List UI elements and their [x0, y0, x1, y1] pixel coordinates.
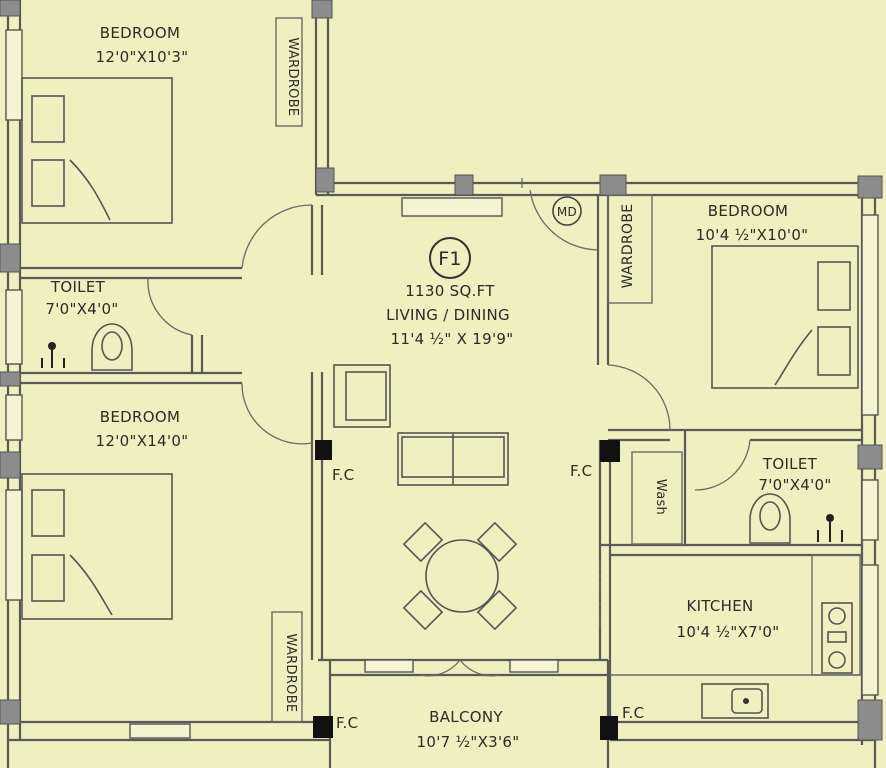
bedroom-top-left-size: 12'0"X10'3" [96, 48, 189, 66]
wardrobe-label-right: WARDROBE [620, 204, 636, 289]
toilet-left-size: 7'0"X4'0" [45, 300, 118, 318]
wardrobe-label-bottom-left: WARDROBE [283, 634, 298, 713]
unit-id: F1 [438, 248, 462, 270]
bedroom-right-size: 10'4 ½"X10'0" [696, 226, 809, 244]
stove-icon [821, 602, 853, 674]
bed-right [711, 245, 859, 389]
bed-bottom-left [21, 473, 173, 620]
fc-columns [313, 440, 620, 740]
bedroom-top-left-name: BEDROOM [100, 24, 180, 42]
living-dining-size: 11'4 ½" X 19'9" [391, 330, 514, 348]
bed-top-left [21, 77, 173, 224]
main-door-label: MD [557, 205, 577, 219]
kitchen-name: KITCHEN [686, 597, 753, 615]
windows [5, 29, 879, 739]
wardrobe-label-top-left: WARDROBE [285, 38, 300, 117]
living-dining-name: LIVING / DINING [386, 306, 510, 324]
kitchen-counter [599, 554, 862, 676]
sink-icon [701, 683, 769, 719]
toilet-left-name: TOILET [50, 278, 106, 296]
fc-label-4: F.C [622, 704, 644, 722]
wash-area [631, 451, 683, 545]
toilet-right-name: TOILET [762, 455, 818, 473]
fc-label-2: F.C [570, 462, 592, 480]
toilet-left-fixtures [41, 323, 133, 371]
bedroom-bottom-left-name: BEDROOM [100, 408, 180, 426]
toilet-right-size: 7'0"X4'0" [758, 476, 831, 494]
door-swings [147, 178, 751, 677]
unit-area: 1130 SQ.FT [405, 282, 495, 300]
toilet-right-fixtures [749, 493, 843, 544]
balcony-name: BALCONY [429, 708, 503, 726]
kitchen-size: 10'4 ½"X7'0" [677, 623, 780, 641]
wardrobes [271, 17, 653, 723]
structural-columns [0, 0, 883, 741]
interior-walls [20, 195, 862, 720]
unit-badge [429, 237, 471, 279]
balcony-size: 10'7 ½"X3'6" [417, 733, 520, 751]
armchair [333, 364, 391, 428]
bedroom-bottom-left-size: 12'0"X14'0" [96, 432, 189, 450]
sofa [397, 432, 509, 486]
wash-label: Wash [653, 479, 668, 515]
room-labels: BEDROOM 12'0"X10'3" TOILET 7'0"X4'0" BED… [45, 24, 831, 751]
dining-table [402, 521, 518, 631]
main-door-marker [552, 196, 582, 226]
fc-label-3: F.C [336, 714, 358, 732]
bedroom-right-name: BEDROOM [708, 202, 788, 220]
fc-label-1: F.C [332, 466, 354, 484]
